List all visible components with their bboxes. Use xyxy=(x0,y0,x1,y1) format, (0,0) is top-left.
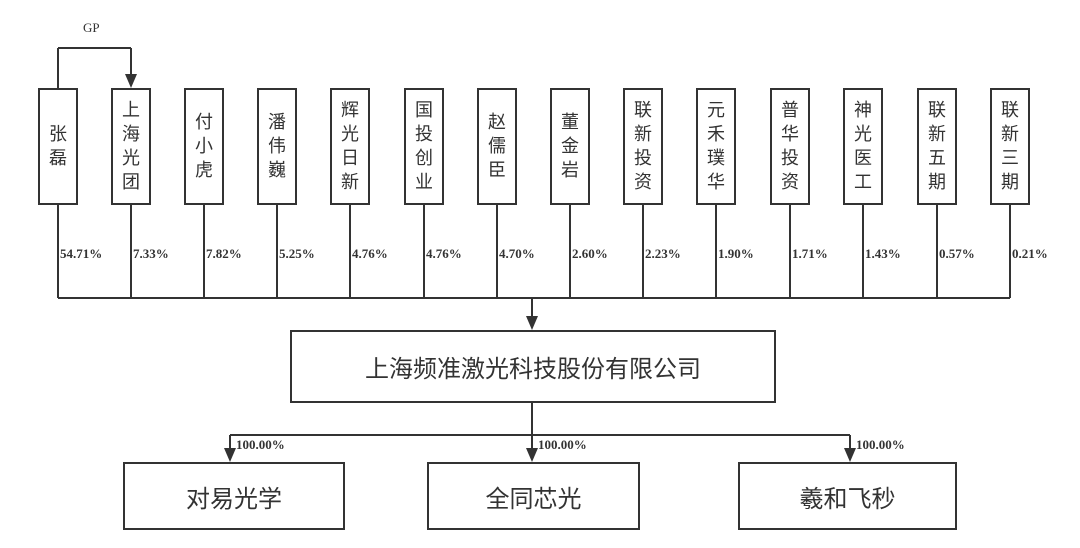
shareholder-box: 普华投资 xyxy=(770,88,810,205)
shareholding-percent: 1.90% xyxy=(718,246,754,261)
shareholder-name: 元禾璞华 xyxy=(707,99,725,193)
shareholder-name: 上海光团 xyxy=(122,99,140,193)
shareholder-box: 董金岩 xyxy=(550,88,590,205)
shareholder-box: 赵儒臣 xyxy=(477,88,517,205)
shareholder-box: 辉光日新 xyxy=(330,88,370,205)
shareholder-name: 普华投资 xyxy=(781,99,799,193)
arrow-head-icon xyxy=(224,448,236,462)
shareholding-percent: 5.25% xyxy=(279,246,315,261)
shareholder-box: 国投创业 xyxy=(404,88,444,205)
shareholder-name: 联新五期 xyxy=(928,99,946,193)
shareholder-box: 联新投资 xyxy=(623,88,663,205)
shareholding-percent: 4.76% xyxy=(352,246,388,261)
shareholder-name: 联新投资 xyxy=(634,99,652,193)
shareholding-percent: 4.70% xyxy=(499,246,535,261)
company-box: 上海频准激光科技股份有限公司 xyxy=(290,330,776,403)
gp-label: GP xyxy=(83,20,100,35)
shareholder-box: 联新三期 xyxy=(990,88,1030,205)
shareholder-box: 元禾璞华 xyxy=(696,88,736,205)
arrow-head-icon xyxy=(125,74,137,88)
shareholding-percent: 2.60% xyxy=(572,246,608,261)
shareholder-name: 赵儒臣 xyxy=(488,111,506,181)
shareholder-name: 国投创业 xyxy=(415,99,433,193)
shareholder-name: 辉光日新 xyxy=(341,99,359,193)
shareholder-name: 张磊 xyxy=(49,123,67,169)
shareholding-percent: 2.23% xyxy=(645,246,681,261)
shareholder-box: 上海光团 xyxy=(111,88,151,205)
shareholder-name: 董金岩 xyxy=(561,111,579,181)
shareholder-box: 张磊 xyxy=(38,88,78,205)
shareholder-name: 潘伟巍 xyxy=(268,111,286,181)
shareholder-box: 神光医工 xyxy=(843,88,883,205)
shareholder-name: 神光医工 xyxy=(854,99,872,193)
shareholder-name: 联新三期 xyxy=(1001,99,1019,193)
subsidiary-percent: 100.00% xyxy=(856,437,905,452)
shareholding-percent: 7.33% xyxy=(133,246,169,261)
shareholding-percent: 1.71% xyxy=(792,246,828,261)
subsidiary-box: 对易光学 xyxy=(123,462,345,530)
subsidiary-percent: 100.00% xyxy=(236,437,285,452)
subsidiary-name: 全同芯光 xyxy=(485,484,582,513)
subsidiary-box: 羲和飞秒 xyxy=(738,462,957,530)
shareholding-percent: 0.21% xyxy=(1012,246,1048,261)
arrow-head-icon xyxy=(526,448,538,462)
subsidiary-box: 全同芯光 xyxy=(427,462,640,530)
shareholder-box: 联新五期 xyxy=(917,88,957,205)
shareholding-percent: 0.57% xyxy=(939,246,975,261)
company-name: 上海频准激光科技股份有限公司 xyxy=(365,355,701,383)
shareholder-box: 潘伟巍 xyxy=(257,88,297,205)
shareholder-box: 付小虎 xyxy=(184,88,224,205)
shareholder-name: 付小虎 xyxy=(195,111,213,181)
subsidiary-name: 对易光学 xyxy=(186,484,282,513)
shareholding-percent: 4.76% xyxy=(426,246,462,261)
subsidiary-percent: 100.00% xyxy=(538,437,587,452)
shareholding-percent: 54.71% xyxy=(60,246,103,261)
shareholding-percent: 1.43% xyxy=(865,246,901,261)
arrow-head-icon xyxy=(844,448,856,462)
shareholding-percent: 7.82% xyxy=(206,246,242,261)
subsidiary-name: 羲和飞秒 xyxy=(799,484,896,513)
arrow-head-icon xyxy=(526,316,538,330)
